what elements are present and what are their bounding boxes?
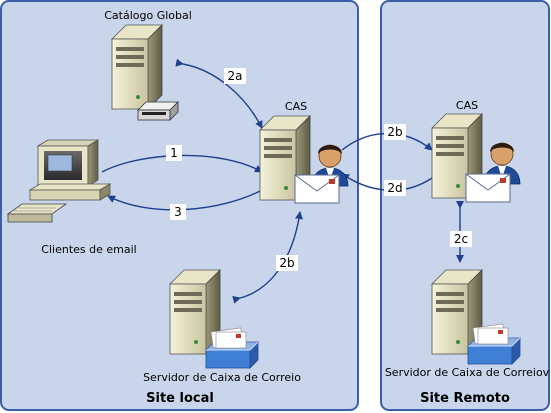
global-catalog-label: Catálogo Global (104, 9, 192, 22)
step-label-2a: 2a (228, 69, 243, 83)
step-label-2b-remote: 2b (387, 125, 402, 139)
site-remote-label: Site Remoto (420, 391, 510, 406)
site-local-label: Site local (146, 391, 214, 406)
step-label-2c: 2c (454, 232, 468, 246)
mailbox-server-local-label: Servidor de Caixa de Correio (143, 371, 301, 384)
global-catalog-server-icon (111, 24, 179, 121)
step-label-2d: 2d (387, 181, 402, 195)
arrow-2a (175, 58, 263, 129)
email-clients-label: Clientes de email (41, 243, 136, 256)
mailbox-server-remote-label: Servidor de Caixa de Correiov (385, 366, 550, 379)
step-label-1: 1 (170, 146, 178, 160)
site-remote-panel (380, 0, 550, 411)
cas-remote-label: CAS (456, 99, 478, 112)
cas-local-label: CAS (285, 100, 307, 113)
step-label-2b-local: 2b (279, 256, 294, 270)
step-label-3: 3 (174, 205, 182, 219)
email-client-computer-icon (6, 139, 112, 223)
